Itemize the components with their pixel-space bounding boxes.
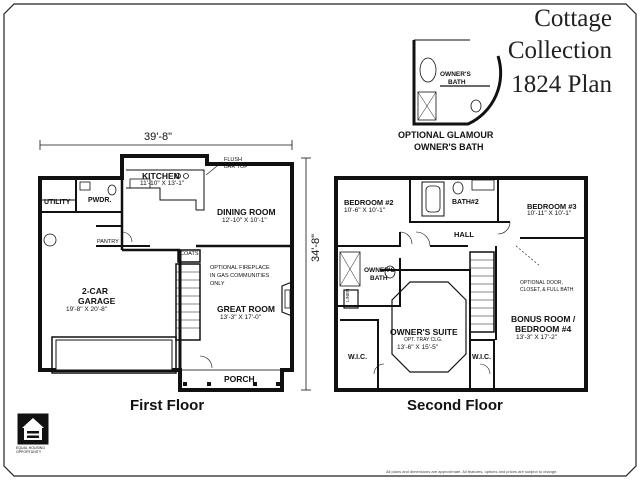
first-floor-plan bbox=[38, 140, 311, 392]
flush-note-line1: FLUSH bbox=[224, 157, 243, 163]
second-floor-exterior-wall bbox=[334, 176, 588, 392]
great-room-size: 13'-3" X 17'-0" bbox=[220, 314, 262, 321]
fireplace-note-line3: ONLY bbox=[210, 281, 225, 287]
coats-label: COATS bbox=[180, 251, 199, 257]
linen-label: LINEN bbox=[345, 288, 350, 302]
bonus-door-note-line1: OPTIONAL DOOR, bbox=[520, 280, 563, 286]
wic-right-label: W.I.C. bbox=[472, 354, 492, 361]
optional-bath-label1: OPTIONAL GLAMOUR bbox=[398, 130, 494, 140]
fireplace-note-line1: OPTIONAL FIREPLACE bbox=[210, 265, 270, 271]
width-dimension: 39'-8" bbox=[144, 131, 173, 143]
hall-label: HALL bbox=[454, 230, 474, 239]
bedroom3-label: BEDROOM #3 bbox=[527, 202, 577, 211]
inset-room-label2: BATH bbox=[448, 79, 466, 86]
plan-title-line2: Collection bbox=[507, 37, 612, 64]
owners-bath-label-line1: OWNER'S bbox=[364, 267, 395, 274]
bonus-room-size: 13'-3" X 17'-2" bbox=[516, 334, 558, 341]
plan-title-line1: Cottage bbox=[534, 5, 612, 32]
bedroom2-label: BEDROOM #2 bbox=[344, 198, 394, 207]
owners-suite-size: 13'-6" X 15'-5" bbox=[397, 344, 439, 351]
second-floor-plan bbox=[334, 176, 588, 392]
inset-room-label1: OWNER'S bbox=[440, 71, 471, 78]
bedroom3-size: 10'-11" X 10'-1" bbox=[527, 210, 572, 217]
garage-label-line1: 2-CAR bbox=[82, 286, 108, 296]
dining-room-label: DINING ROOM bbox=[217, 207, 276, 217]
owners-bath-label-line2: BATH bbox=[370, 275, 388, 282]
equal-housing-logo bbox=[17, 413, 49, 445]
kitchen-label: KITCHEN bbox=[142, 171, 180, 181]
bonus-room-label-line2: BEDROOM #4 bbox=[515, 324, 572, 334]
porch-label: PORCH bbox=[224, 374, 255, 384]
first-floor-label: First Floor bbox=[130, 397, 205, 414]
owners-suite-label: OWNER'S SUITE bbox=[390, 327, 458, 337]
kitchen-size: 11'-10" X 13'-1" bbox=[140, 180, 185, 187]
pantry-label: PANTRY bbox=[97, 239, 119, 245]
owners-suite-note: OPT. TRAY CLG. bbox=[404, 337, 443, 343]
bedroom2-size: 10'-6" X 10'-1" bbox=[344, 207, 386, 214]
disclaimer-text: All plans and dimensions are approximate… bbox=[386, 469, 558, 474]
optional-bath-label2: OWNER'S BATH bbox=[414, 142, 484, 152]
optional-bath-inset bbox=[412, 39, 503, 126]
page-border bbox=[3, 3, 637, 477]
great-room-label: GREAT ROOM bbox=[217, 304, 275, 314]
second-floor-label: Second Floor bbox=[407, 397, 503, 414]
wic-left-label: W.I.C. bbox=[348, 354, 368, 361]
dining-room-size: 12'-10" X 10'-1" bbox=[222, 217, 267, 224]
bonus-room-label-line1: BONUS ROOM / bbox=[511, 314, 576, 324]
bonus-door-note-line2: CLOSET, & FULL BATH bbox=[520, 287, 574, 293]
depth-dimension: 34'-8" bbox=[310, 233, 322, 262]
plan-title-line3: 1824 Plan bbox=[511, 71, 612, 98]
garage-label-line2: GARAGE bbox=[78, 296, 116, 306]
fireplace-note-line2: IN GAS COMMUNITIES bbox=[210, 273, 270, 279]
flush-note-line2: BAR TOP bbox=[224, 164, 248, 170]
equal-housing-text: EQUAL HOUSING OPPORTUNITY bbox=[16, 446, 46, 454]
utility-label: UTILITY bbox=[44, 199, 71, 206]
garage-size: 19'-8" X 20'-8" bbox=[66, 306, 108, 313]
powder-room-label: PWDR. bbox=[88, 197, 112, 204]
bath2-label: BATH#2 bbox=[452, 199, 479, 206]
